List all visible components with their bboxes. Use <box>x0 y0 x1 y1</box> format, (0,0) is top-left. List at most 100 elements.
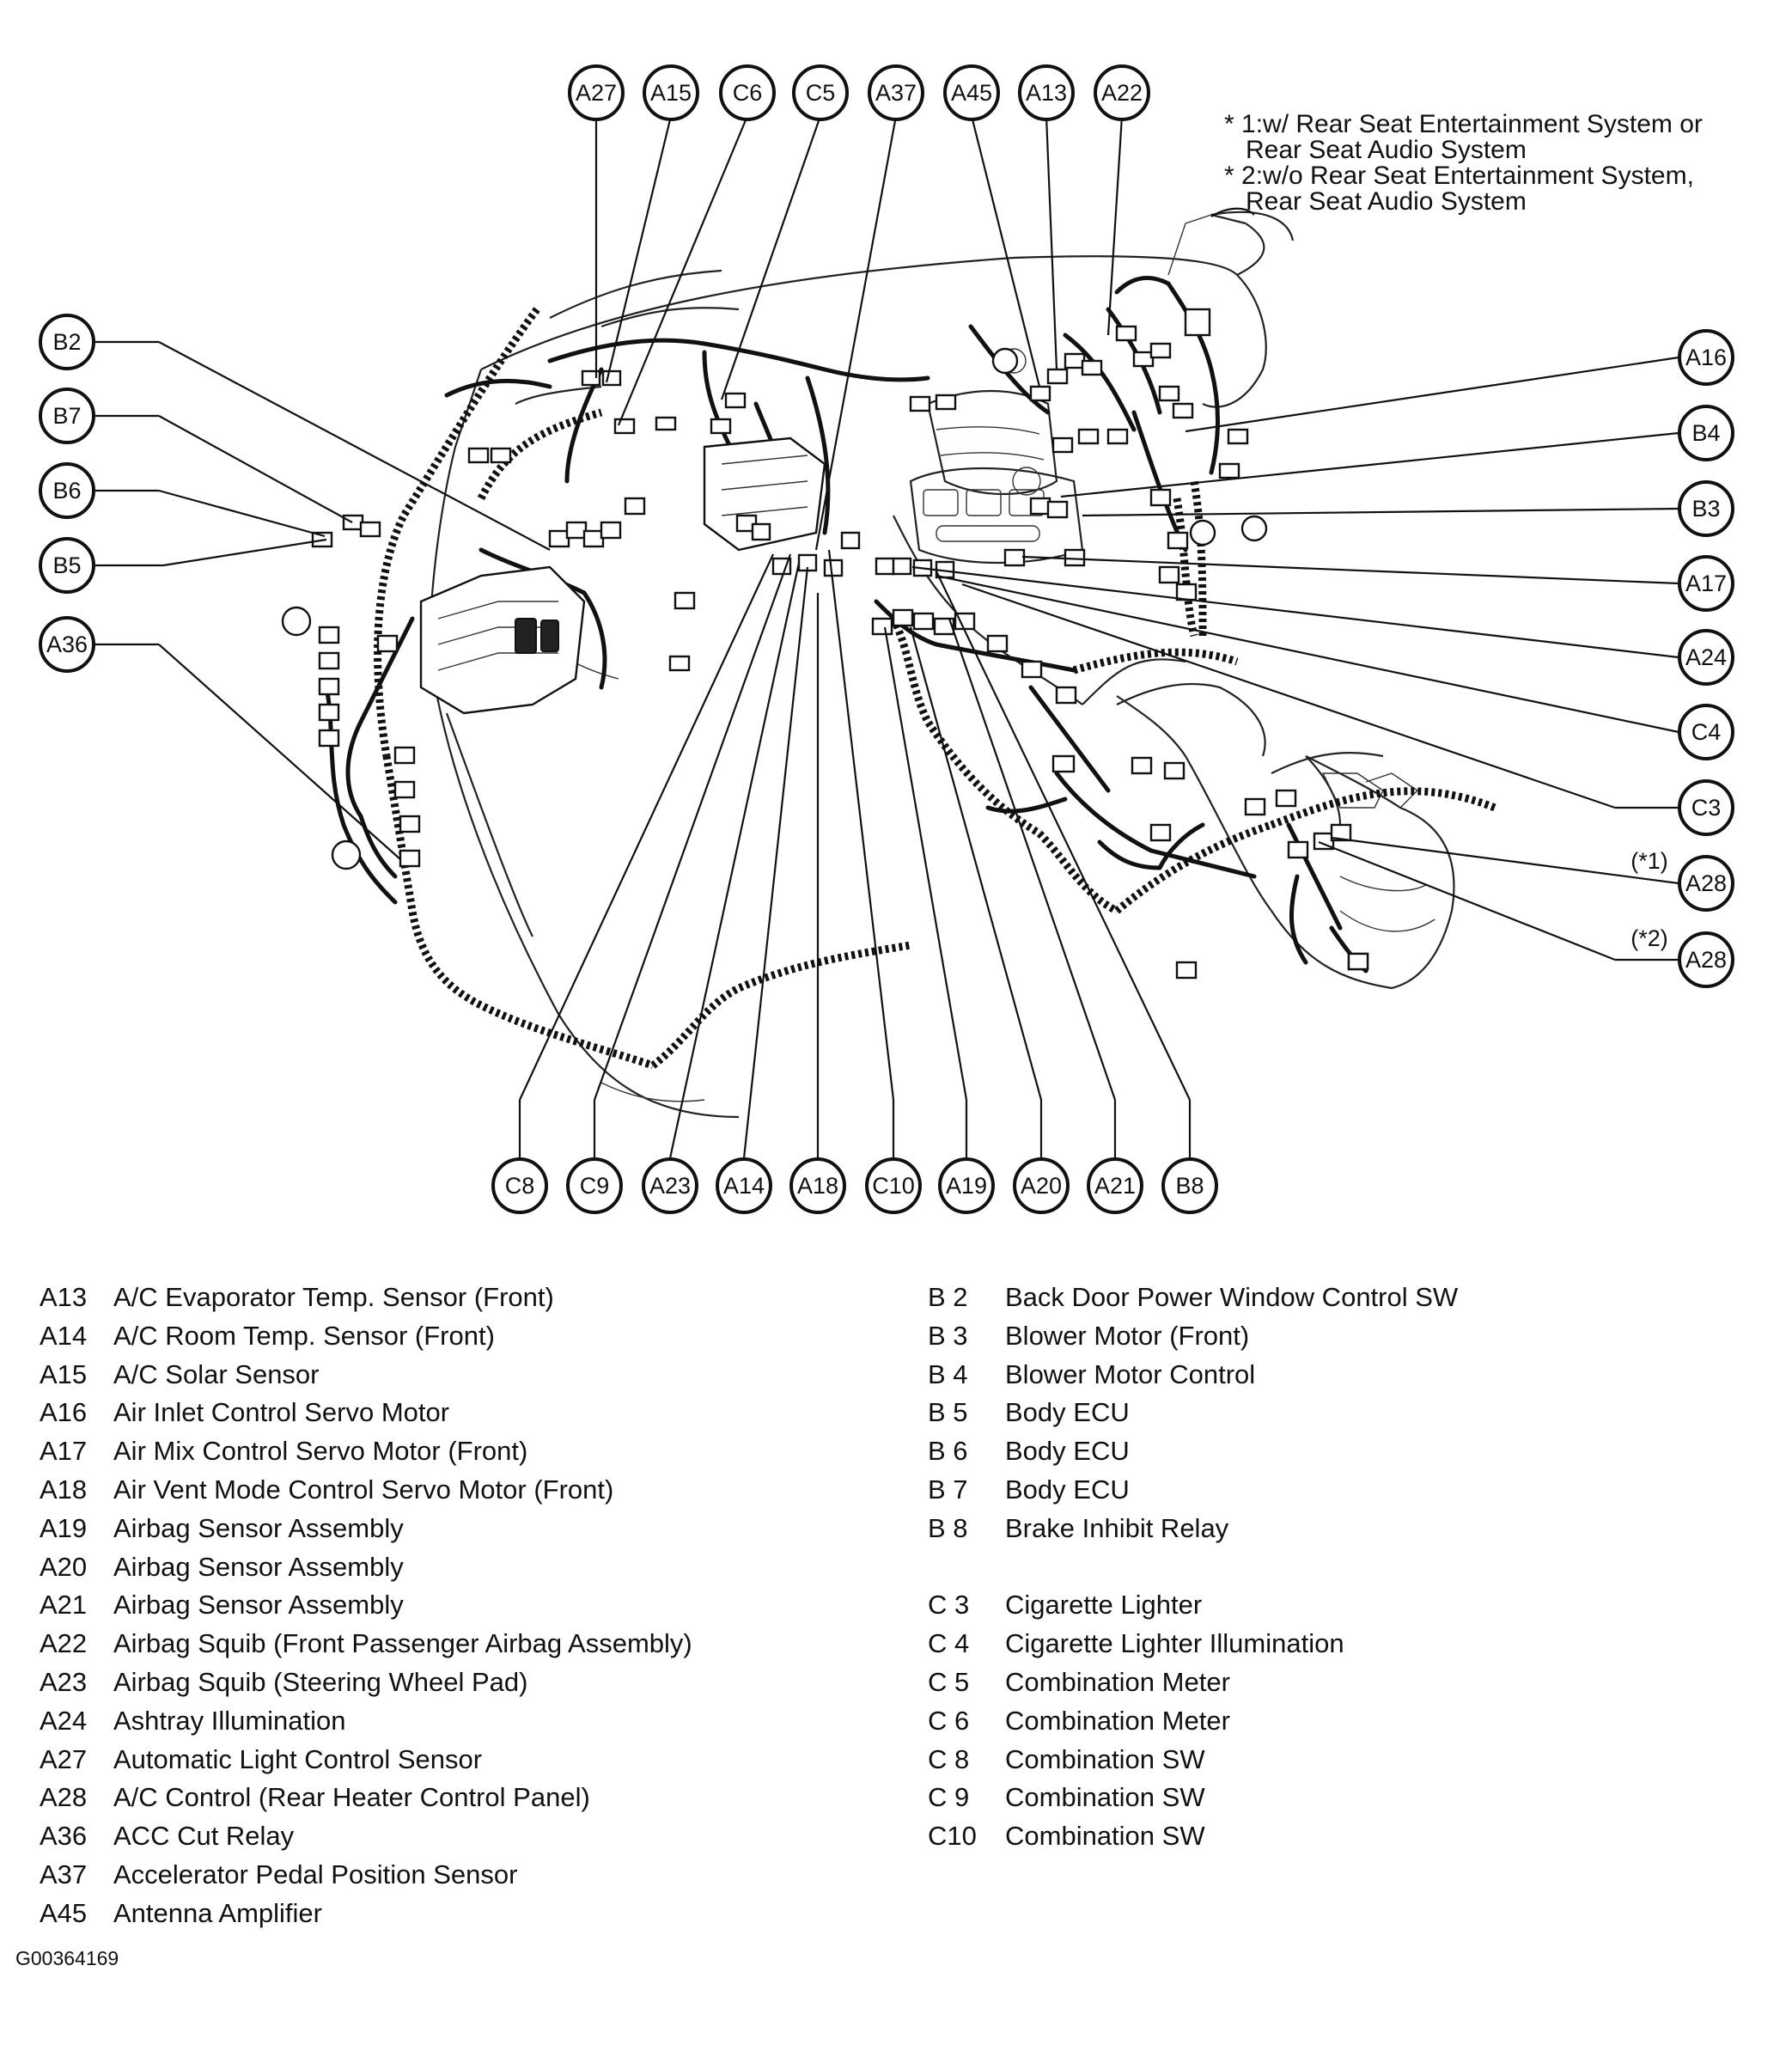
svg-text:A27: A27 <box>576 80 617 106</box>
note-line: Rear Seat Audio System <box>1224 187 1527 216</box>
legend-code: A28 <box>40 1782 88 1813</box>
callout-B6: B6 <box>39 462 95 519</box>
callout-A14: A14 <box>716 1157 772 1214</box>
connectors <box>281 308 1369 980</box>
callout-A36: A36 <box>39 616 95 673</box>
svg-text:A24: A24 <box>1685 644 1727 670</box>
svg-text:A21: A21 <box>1094 1173 1136 1199</box>
legend-description: Airbag Sensor Assembly <box>113 1590 404 1621</box>
legend-description: Antenna Amplifier <box>113 1897 322 1928</box>
legend-code: C 3 <box>928 1590 970 1621</box>
legend-code: C 4 <box>928 1628 970 1659</box>
svg-text:B4: B4 <box>1691 420 1720 446</box>
svg-text:B8: B8 <box>1175 1173 1204 1199</box>
svg-text:B6: B6 <box>52 478 81 504</box>
variant-tag-2: (*2) <box>1630 925 1668 951</box>
svg-text:C9: C9 <box>580 1173 610 1199</box>
legend-description: Accelerator Pedal Position Sensor <box>113 1859 518 1889</box>
relay-block <box>419 436 826 715</box>
legend-code: B 2 <box>928 1282 968 1312</box>
legend-description: Air Mix Control Servo Motor (Front) <box>113 1436 528 1467</box>
legend-description: A/C Solar Sensor <box>113 1358 320 1389</box>
callouts-left: B2 B7 B6 B5 A36 <box>39 314 95 673</box>
svg-text:A18: A18 <box>797 1173 838 1199</box>
callout-C8: C8 <box>491 1157 548 1214</box>
legend-code: C 9 <box>928 1782 970 1813</box>
legend-description: Body ECU <box>1005 1397 1130 1428</box>
legend-row: B 5 Body ECU <box>928 1394 1458 1432</box>
legend-code: A45 <box>40 1897 88 1928</box>
legend-row: A13 A/C Evaporator Temp. Sensor (Front) <box>40 1279 692 1317</box>
callout-A15: A15 <box>643 64 699 121</box>
callout-A18: A18 <box>789 1157 846 1214</box>
callout-A22: A22 <box>1094 64 1150 121</box>
variant-notes: * 1:w/ Rear Seat Entertainment System or… <box>1224 112 1703 215</box>
note-line: * 1:w/ Rear Seat Entertainment System or <box>1224 110 1703 138</box>
legend-code: A18 <box>40 1474 88 1505</box>
callout-B5: B5 <box>39 537 95 594</box>
legend-spacer <box>928 1548 1458 1587</box>
callout-A17: A17 <box>1678 555 1734 612</box>
callout-A27: A27 <box>568 64 625 121</box>
legend-code: A13 <box>40 1282 88 1312</box>
svg-text:C3: C3 <box>1691 795 1722 821</box>
svg-text:A45: A45 <box>951 80 992 106</box>
legend-code: A19 <box>40 1512 88 1543</box>
svg-text:B5: B5 <box>52 552 81 578</box>
callout-C4: C4 <box>1678 704 1734 760</box>
callout-A37: A37 <box>868 64 924 121</box>
svg-text:A22: A22 <box>1101 80 1143 106</box>
legend-description: A/C Control (Rear Heater Control Panel) <box>113 1782 590 1813</box>
legend-description: Airbag Squib (Front Passenger Airbag Ass… <box>113 1628 692 1659</box>
legend-code: B 6 <box>928 1436 968 1467</box>
svg-text:A28: A28 <box>1685 947 1727 973</box>
callout-A45: A45 <box>943 64 1000 121</box>
callout-A16: A16 <box>1678 329 1734 386</box>
legend-description: A/C Evaporator Temp. Sensor (Front) <box>113 1282 554 1312</box>
callout-A23: A23 <box>642 1157 698 1214</box>
legend-code: C10 <box>928 1821 977 1852</box>
legend-description: A/C Room Temp. Sensor (Front) <box>113 1320 495 1351</box>
legend-description: Back Door Power Window Control SW <box>1005 1282 1459 1312</box>
callout-B8: B8 <box>1161 1157 1218 1214</box>
callout-C9: C9 <box>566 1157 623 1214</box>
legend-description: Combination SW <box>1005 1821 1205 1852</box>
legend-code: B 4 <box>928 1358 968 1389</box>
svg-text:A13: A13 <box>1026 80 1067 106</box>
legend-description: Combination SW <box>1005 1743 1205 1774</box>
callout-A19: A19 <box>938 1157 995 1214</box>
dashboard-outline <box>428 211 1455 1119</box>
svg-text:A20: A20 <box>1021 1173 1062 1199</box>
legend-description: Combination Meter <box>1005 1705 1230 1736</box>
legend-b-c-components: B 2 Back Door Power Window Control SW B 3 B… <box>928 1279 1458 1856</box>
legend-description: Blower Motor (Front) <box>1005 1320 1250 1351</box>
svg-text:C8: C8 <box>505 1173 535 1199</box>
legend-description: Blower Motor Control <box>1005 1358 1256 1389</box>
callouts-right: A16 B4 B3 A17 A24 C4 C3 A28 A28 (*1) (*2… <box>1630 329 1734 988</box>
svg-text:A19: A19 <box>946 1173 987 1199</box>
legend-code: A20 <box>40 1551 88 1582</box>
legend-code: A15 <box>40 1358 88 1389</box>
legend-code: A23 <box>40 1666 88 1697</box>
legend-code: B 5 <box>928 1397 968 1428</box>
callouts-top: A27 A15 C6 C5 A37 A45 A13 A22 <box>568 64 1150 121</box>
legend-code: B 3 <box>928 1320 968 1351</box>
svg-text:C5: C5 <box>806 80 836 106</box>
legend-description: Air Inlet Control Servo Motor <box>113 1397 450 1428</box>
svg-text:C6: C6 <box>733 80 763 106</box>
legend-description: Air Vent Mode Control Servo Motor (Front… <box>113 1474 614 1505</box>
legend-code: A24 <box>40 1705 88 1736</box>
legend-code: B 7 <box>928 1474 968 1505</box>
